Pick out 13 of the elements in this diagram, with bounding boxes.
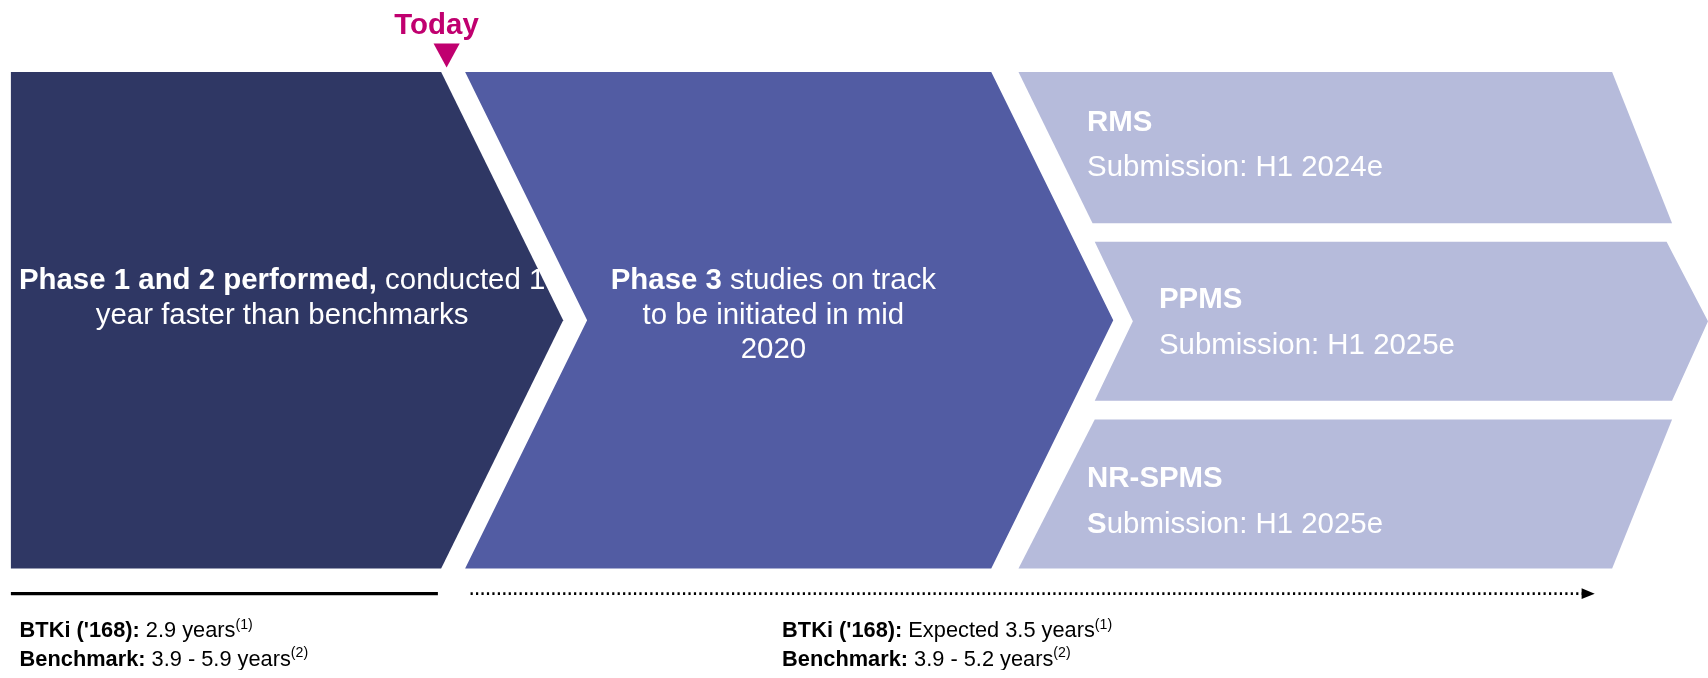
duration-note: BTKi ('168): Expected 3.5 years$^{(1)}$: [782, 616, 1113, 643]
duration-note: BTKi ('168): 2.9 years$^{(1)}$: [19, 616, 253, 643]
phase-text: Submission: H1 2025e: [1087, 505, 1385, 541]
phase-text: Submission: H1 2025e: [1159, 326, 1456, 362]
phase-heading: NR-SPMS: [1087, 459, 1224, 495]
today-label: Today: [394, 6, 479, 42]
phase-text: Phase 1 and 2 performed, conducted 1 year faster than benchmarks: [17, 261, 547, 332]
phase-text: Phase 3 studies on track to be initiated in mid 2020: [610, 261, 937, 366]
phase-text: Submission: H1 2024e: [1087, 149, 1385, 185]
phase-heading: PPMS: [1159, 281, 1244, 316]
benchmark-note: Benchmark: 3.9 - 5.9 years$^{(2)}$: [19, 644, 309, 671]
benchmark-note: Benchmark: 3.9 - 5.2 years$^{(2)}$: [782, 644, 1071, 671]
phase-heading: RMS: [1087, 103, 1154, 139]
